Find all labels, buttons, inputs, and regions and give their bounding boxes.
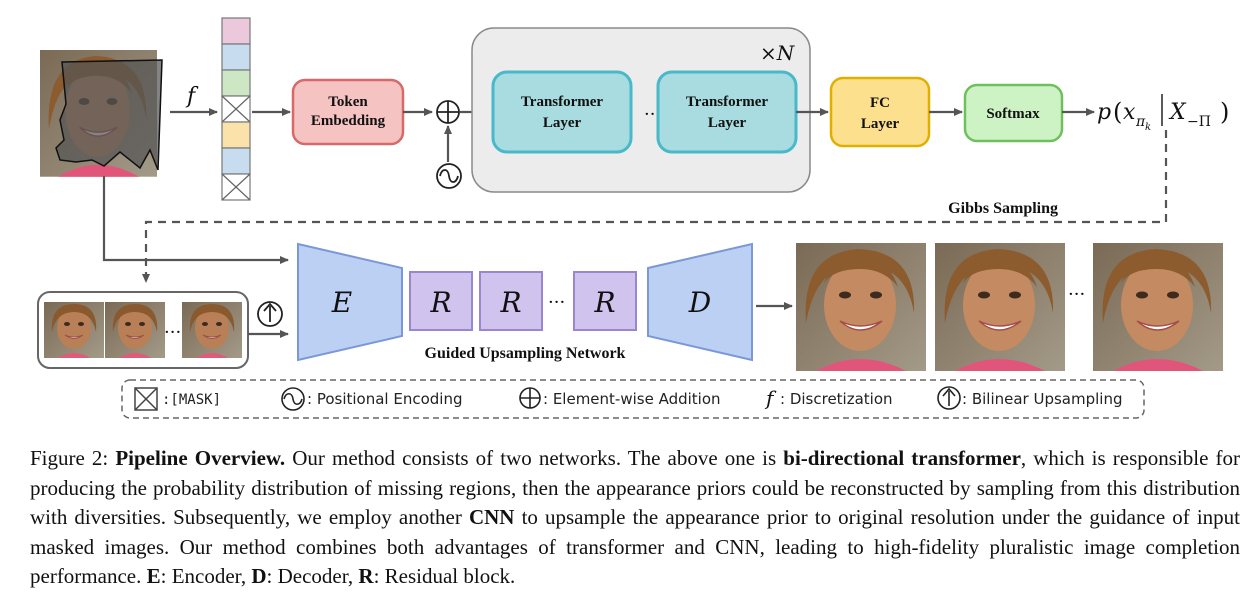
caption-text-3: to upsample the appearance prior to orig… [30,505,1240,588]
fc-layer-block: FC Layer [829,76,931,148]
svg-text:x: x [1123,100,1136,125]
svg-text:R: R [499,286,521,319]
caption-text-6: : Residual block. [373,564,516,588]
figure-caption: Figure 2: Pipeline Overview. Our method … [30,444,1240,592]
caption-text-2: , which is responsible for producing the… [30,446,1240,529]
svg-text:FC: FC [870,95,890,111]
decoder-block: D [647,242,753,362]
svg-text:−Π: −Π [1187,114,1211,130]
caption-text-1: Our method consists of two networks. The… [285,446,784,470]
element-wise-addition-icon [436,100,460,124]
caption-bold-transformer: bi-directional transformer [783,446,1021,470]
residual-blocks: R R ··· R [409,271,637,331]
legend-addition-icon [519,387,541,409]
token-cell [221,69,251,97]
token-cell [221,147,251,175]
svg-text:···: ··· [164,322,181,343]
svg-text:p: p [1097,100,1111,125]
svg-text:): ) [1220,98,1229,126]
legend-mask: :[MASK] [162,392,221,408]
caption-bold-d: D [251,564,267,588]
caption-title: Pipeline Overview. [115,446,286,470]
guided-upsampling-label: Guided Upsampling Network [425,345,626,362]
appearance-priors-box: ··· [37,291,249,369]
token-cell [221,17,251,45]
svg-text:E: E [331,286,352,319]
legend-discretization: : Discretization [780,390,893,408]
svg-text:X: X [1168,100,1187,125]
pipeline-figure: f Token Embedding ×N Transformer Layer ·… [37,17,1229,419]
svg-text:D: D [688,286,711,319]
svg-text:···: ··· [1068,284,1085,305]
svg-text:R: R [429,286,451,319]
bilinear-upsampling-icon [257,301,283,327]
transformer-stack: ×N Transformer Layer ··· Transformer Lay… [471,27,811,193]
mask-token [221,173,251,201]
svg-text:Softmax: Softmax [986,106,1040,122]
positional-encoding-icon [436,163,462,189]
svg-text:π: π [1135,114,1146,130]
legend-addition: : Element-wise Addition [543,390,721,408]
repeat-n-label: ×N [760,41,796,65]
svg-text:k: k [1145,122,1151,133]
caption-label: Figure 2: [30,446,116,470]
svg-text:R: R [593,286,615,319]
caption-bold-r: R [358,564,374,588]
svg-text:Token: Token [328,94,368,110]
legend: :[MASK] : Positional Encoding : Element-… [121,379,1145,419]
svg-text:Transformer: Transformer [686,94,769,110]
caption-bold-cnn: CNN [468,505,515,529]
svg-text:Embedding: Embedding [311,113,386,129]
token-embedding-block: Token Embedding [291,78,405,146]
softmax-block: Softmax [963,83,1064,143]
output-images: ··· [795,242,1224,372]
legend-bilinear: : Bilinear Upsampling [962,390,1122,408]
caption-text-5: : Decoder, [266,564,359,588]
masked-input-image [39,49,163,178]
svg-text:Layer: Layer [543,115,582,131]
svg-text:···: ··· [548,292,565,313]
token-sequence [221,17,251,201]
encoder-block: E [297,242,403,362]
svg-text:Layer: Layer [861,116,900,132]
gibbs-sampling-label: Gibbs Sampling [948,200,1058,217]
mask-token [221,95,251,123]
output-probability: p ( x π k X −Π ) [1097,94,1229,133]
mask-token-icon [134,387,158,411]
svg-text:Transformer: Transformer [521,94,604,110]
legend-positional: : Positional Encoding [307,390,462,408]
token-cell [221,121,251,149]
legend-positional-icon [281,387,305,411]
discretization-f: f [185,84,199,109]
caption-text-4: : Encoder, [160,564,252,588]
svg-text:(: ( [1113,98,1122,126]
svg-text:Layer: Layer [708,115,747,131]
token-cell [221,43,251,71]
legend-upsampling-icon [937,386,961,410]
caption-bold-e: E [146,564,161,588]
